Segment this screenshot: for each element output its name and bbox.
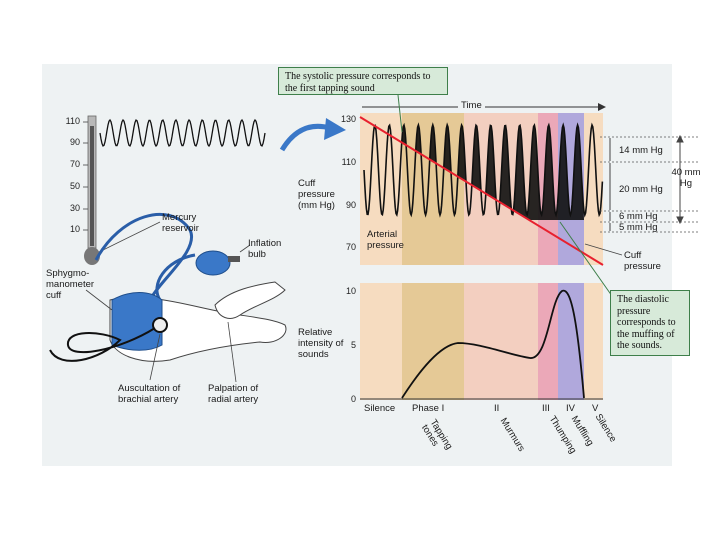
mercury-reservoir [84,247,100,265]
diff-brackets [609,134,684,231]
phase-3: III [542,403,550,414]
manometer-tick-110: 110 [65,116,80,126]
cuff-pressure-label: Cuff pressure [624,250,661,272]
cuff-label-pointer [584,243,623,256]
mercury-reservoir-label: Mercury reservoir [162,212,199,234]
cuff-tube [94,212,194,301]
top-tick-90: 90 [345,200,356,210]
sound-intensity-curve [401,289,585,399]
bottom-tick-10: 10 [345,286,356,296]
bottom-tick-0: 0 [350,394,356,404]
time-arrowhead [598,103,606,111]
top-tick-70: 70 [345,242,356,252]
link-arrowhead [324,118,346,140]
phase-silence: Silence [364,403,396,414]
palpation-pointer [227,321,237,383]
phase-1: Phase I [412,403,445,414]
diastolic-callout: The diastolic pressure corresponds to th… [610,290,690,356]
phase-5: V [592,403,599,414]
pressure-guides [600,136,700,233]
cuff-pointer [85,289,113,311]
mercury-pointer [98,221,161,253]
stethoscope-tube [49,327,156,362]
inflation-bulb-shape [195,250,231,276]
auscultation-pointer [149,333,161,381]
time-label: Time [458,100,485,111]
bulb-pointer [239,244,251,253]
manometer-tick-90: 90 [69,137,80,147]
sound-intensity-axis-label: Relative intensity of sounds [298,327,344,360]
bottom-phase2 [464,283,538,400]
bottom-phase1 [402,283,464,400]
link-arrow [279,123,331,152]
top-tick-110: 110 [341,157,356,167]
phase-4: IV [566,403,575,414]
bulb-tube [155,253,196,301]
diff-total: 40 mm Hg [671,167,701,189]
arterial-pressure-label: Arterial pressure [367,229,404,251]
palpation-label: Palpation of radial artery [208,383,259,405]
top-tick-130: 130 [340,114,356,124]
diff-14: 14 mm Hg [619,145,663,156]
manometer-wave [99,118,266,148]
phase-2: II [494,403,500,414]
inflation-bulb-label: Inflation bulb [248,238,282,260]
bottom-phase3 [538,283,558,400]
manometer-tick-10: 10 [69,224,80,234]
manometer-tick-50: 50 [69,181,80,191]
cuff-pressure-axis-label: Cuff pressure (mm Hg) [298,178,335,211]
manometer-tick-30: 30 [69,203,80,213]
diff-5: 5 mm Hg [619,222,658,233]
cuff-label: Sphygmo-manometer cuff [46,268,95,301]
systolic-callout: The systolic pressure corresponds to the… [278,67,448,95]
mercury-column [90,126,94,246]
systolic-pointer [397,94,403,133]
blood-pressure-cuff [111,292,163,351]
palpation-hand [214,281,286,319]
sound-region-fill [402,125,584,220]
stethoscope-head [152,317,168,333]
auscultation-label: Auscultation of brachial artery [118,383,181,405]
bottom-tick-5: 5 [350,340,356,350]
manometer-tick-70: 70 [69,159,80,169]
bulb-valve [228,256,240,262]
cuff-pressure-line [359,116,604,266]
diff-6: 6 mm Hg [619,211,658,222]
manometer-ticks [83,121,88,231]
diastolic-pointer [559,221,613,297]
diff-20: 20 mm Hg [619,184,663,195]
